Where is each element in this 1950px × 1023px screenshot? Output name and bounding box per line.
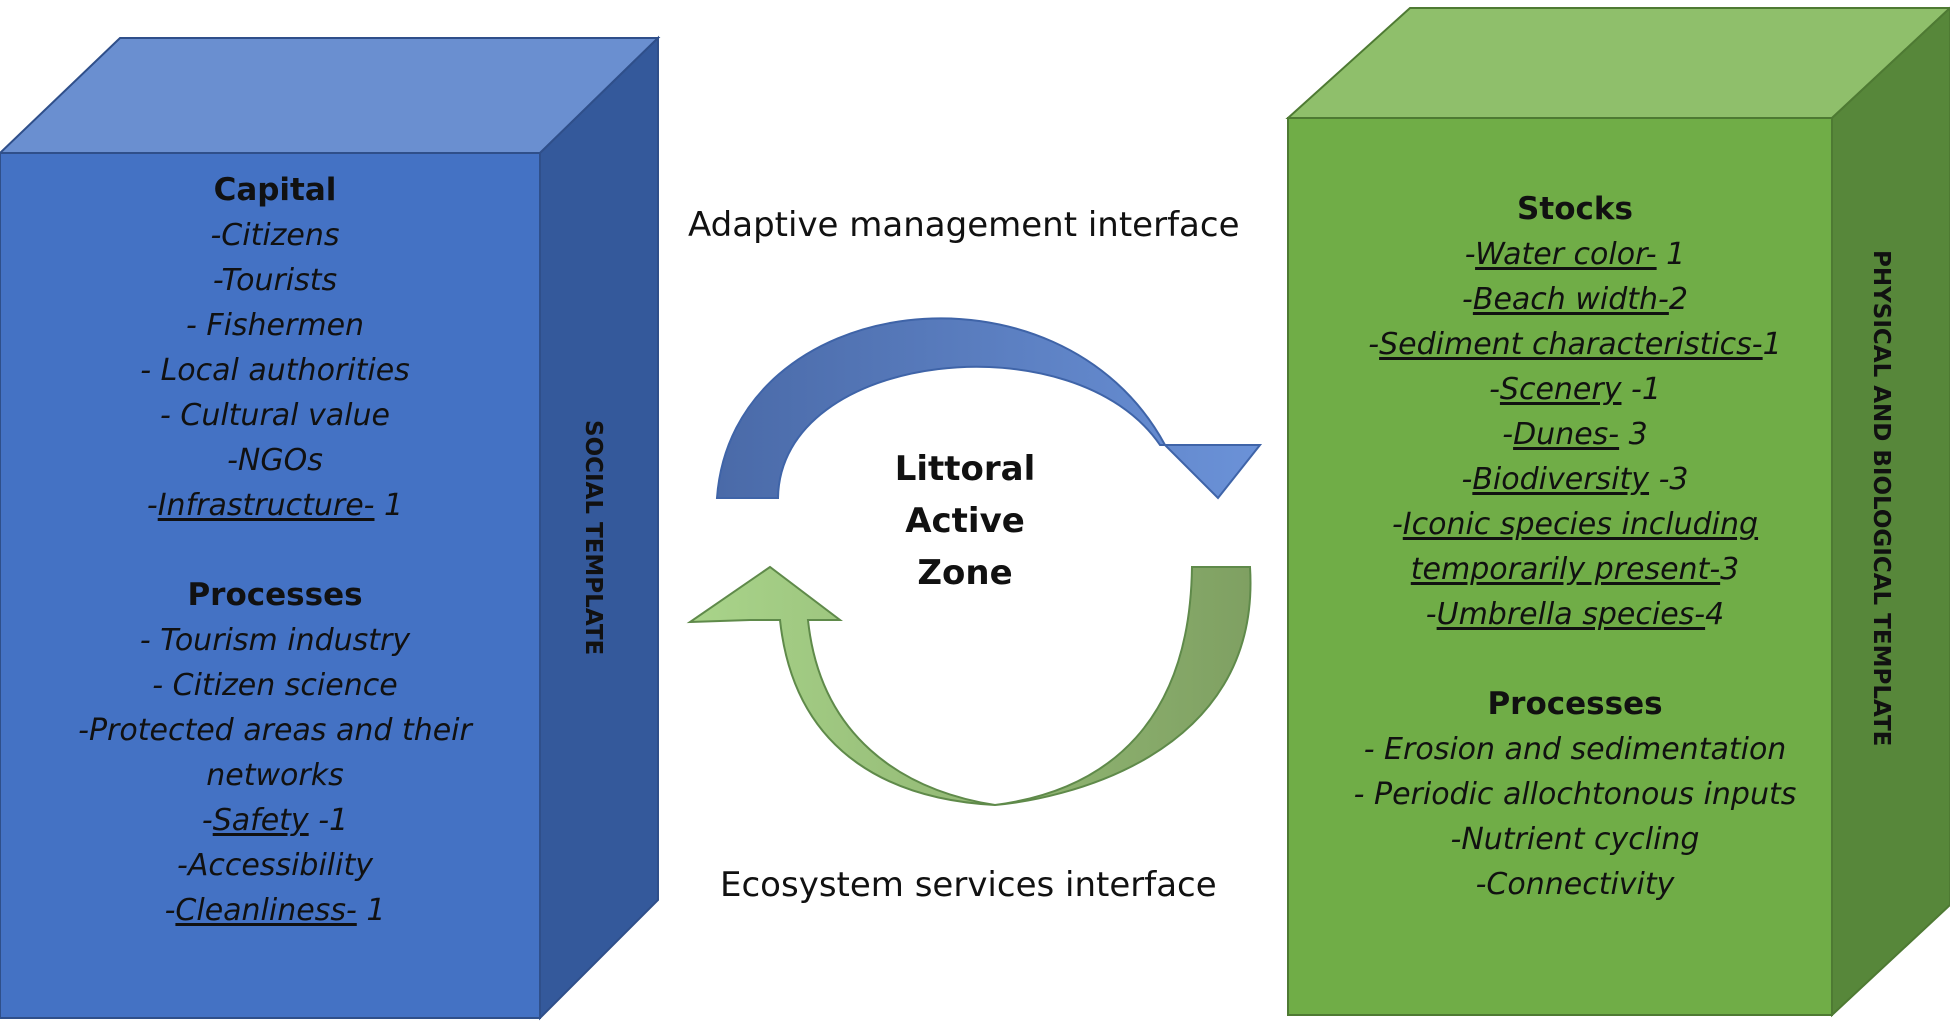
physical-template-label: PHYSICAL AND BIOLOGICAL TEMPLATE xyxy=(1868,250,1894,747)
social-process-item-suffix: -1 xyxy=(308,803,349,838)
capital-item: -Citizens xyxy=(10,213,540,258)
stock-item: -Biodiversity -3 xyxy=(1290,457,1860,502)
social-process-item-prefix: -Accessibility xyxy=(177,848,373,883)
stock-item-underlined: Biodiversity xyxy=(1472,462,1650,497)
capital-item: - Local authorities xyxy=(10,348,540,393)
social-process-item-underlined: Safety xyxy=(212,803,309,838)
stock-item-suffix: 1 xyxy=(1656,237,1686,272)
stock-item-underlined: temporarily present- xyxy=(1410,552,1721,587)
physical-process-item-prefix: - Erosion and sedimentation xyxy=(1363,732,1787,767)
capital-item-prefix: -NGOs xyxy=(227,443,323,478)
stock-item-suffix: -3 xyxy=(1649,462,1689,497)
social-process-item-prefix: - Tourism industry xyxy=(139,623,411,658)
social-content: Capital -Citizens -Tourists - Fishermen - L… xyxy=(10,168,540,933)
social-box-front xyxy=(0,152,541,1019)
stock-item: -Beach width-2 xyxy=(1290,277,1860,322)
stock-item-prefix: - xyxy=(1502,417,1514,452)
stock-item-prefix: - xyxy=(1368,327,1380,362)
stock-item-prefix: - xyxy=(1464,237,1476,272)
adaptive-management-label: Adaptive management interface xyxy=(688,205,1240,245)
stock-item-underlined: Beach width- xyxy=(1472,282,1669,317)
stock-item: -Sediment characteristics-1 xyxy=(1290,322,1860,367)
littoral-active-zone-label: Littoral Active Zone xyxy=(870,443,1060,599)
center-line-2: Active xyxy=(905,501,1025,541)
physical-process-item: -Connectivity xyxy=(1290,862,1860,907)
capital-heading: Capital xyxy=(213,172,337,208)
stock-item-suffix: 1 xyxy=(1762,327,1782,362)
stock-item-suffix: 3 xyxy=(1720,552,1740,587)
social-process-item-prefix: - xyxy=(201,803,213,838)
social-template-box xyxy=(0,35,661,1021)
capital-item-suffix: 1 xyxy=(374,488,404,523)
physical-content: Stocks -Water color- 1-Beach width-2-Sed… xyxy=(1290,187,1860,907)
physical-process-item: - Erosion and sedimentation xyxy=(1290,727,1860,772)
capital-item-prefix: -Tourists xyxy=(212,263,338,298)
physical-template-box xyxy=(1285,6,1950,1018)
social-process-item: -Safety -1 xyxy=(10,798,540,843)
center-line-3: Zone xyxy=(917,553,1013,593)
stock-item-suffix: 2 xyxy=(1668,282,1688,317)
social-process-item-prefix: - Citizen science xyxy=(152,668,398,703)
physical-process-list: - Erosion and sedimentation - Periodic al… xyxy=(1290,727,1860,907)
stock-item-suffix: 3 xyxy=(1619,417,1648,452)
social-process-item: -Accessibility xyxy=(10,843,540,888)
capital-item-prefix: - xyxy=(146,488,158,523)
social-process-item-underlined: Cleanliness- xyxy=(175,893,357,928)
stock-item: -Umbrella species-4 xyxy=(1290,592,1860,637)
physical-process-item-prefix: - Periodic allochtonous inputs xyxy=(1353,777,1797,812)
physical-processes-heading: Processes xyxy=(1487,686,1663,722)
social-template-label: SOCIAL TEMPLATE xyxy=(580,420,606,656)
capital-item-prefix: -Citizens xyxy=(210,218,340,253)
physical-process-item-prefix: -Nutrient cycling xyxy=(1450,822,1700,857)
stock-item: -Scenery -1 xyxy=(1290,367,1860,412)
stock-item-underlined: Iconic species including xyxy=(1402,507,1759,542)
capital-item: - Fishermen xyxy=(10,303,540,348)
top-cycle-arrow xyxy=(715,317,1263,500)
stock-item: -Water color- 1 xyxy=(1290,232,1860,277)
social-process-item: - Tourism industry xyxy=(10,618,540,663)
ecosystem-services-label: Ecosystem services interface xyxy=(720,865,1217,905)
stock-item-prefix: - xyxy=(1461,462,1473,497)
physical-box-front xyxy=(1287,117,1833,1016)
stock-item-underlined: Umbrella species- xyxy=(1436,597,1706,632)
stock-item-prefix: - xyxy=(1425,597,1437,632)
social-process-item-suffix: 1 xyxy=(356,893,386,928)
stocks-list: -Water color- 1-Beach width-2-Sediment c… xyxy=(1290,232,1860,637)
stock-item-underlined: Scenery xyxy=(1499,372,1622,407)
social-process-item-prefix: - xyxy=(164,893,176,928)
center-line-1: Littoral xyxy=(894,449,1036,489)
capital-item: - Cultural value xyxy=(10,393,540,438)
stock-item-underlined: Sediment characteristics- xyxy=(1379,327,1763,362)
stocks-heading: Stocks xyxy=(1517,191,1633,227)
stock-item-underlined: Water color- xyxy=(1475,237,1657,272)
stock-item-prefix: - xyxy=(1462,282,1473,317)
capital-list: -Citizens -Tourists - Fishermen - Local aut… xyxy=(10,213,540,528)
social-processes-heading: Processes xyxy=(187,577,363,613)
stock-item-suffix: 4 xyxy=(1705,597,1725,632)
capital-item: -Infrastructure- 1 xyxy=(10,483,540,528)
social-process-item: - Citizen science xyxy=(10,663,540,708)
physical-process-item-prefix: -Connectivity xyxy=(1475,867,1675,902)
stock-item: -Iconic species including xyxy=(1290,502,1860,547)
stock-item: temporarily present-3 xyxy=(1290,547,1860,592)
stock-item-prefix: - xyxy=(1391,507,1403,542)
stock-item-prefix: - xyxy=(1489,372,1500,407)
physical-process-item: - Periodic allochtonous inputs xyxy=(1290,772,1860,817)
capital-item-prefix: - Fishermen xyxy=(185,308,365,343)
stock-item-suffix: -1 xyxy=(1621,372,1661,407)
capital-item: -Tourists xyxy=(10,258,540,303)
stock-item: -Dunes- 3 xyxy=(1290,412,1860,457)
capital-item-prefix: - Local authorities xyxy=(140,353,410,388)
capital-item-prefix: - Cultural value xyxy=(160,398,390,433)
social-process-item: -Cleanliness- 1 xyxy=(10,888,540,933)
social-process-list: - Tourism industry - Citizen science -Prot… xyxy=(10,618,540,933)
social-process-item: -Protected areas and their networks xyxy=(75,708,475,798)
stock-item-underlined: Dunes- xyxy=(1513,417,1620,452)
capital-item: -NGOs xyxy=(10,438,540,483)
bottom-cycle-arrow xyxy=(686,565,1252,807)
physical-process-item: -Nutrient cycling xyxy=(1290,817,1860,862)
capital-item-underlined: Infrastructure- xyxy=(157,488,375,523)
social-process-item-prefix: -Protected areas and their networks xyxy=(78,713,472,793)
